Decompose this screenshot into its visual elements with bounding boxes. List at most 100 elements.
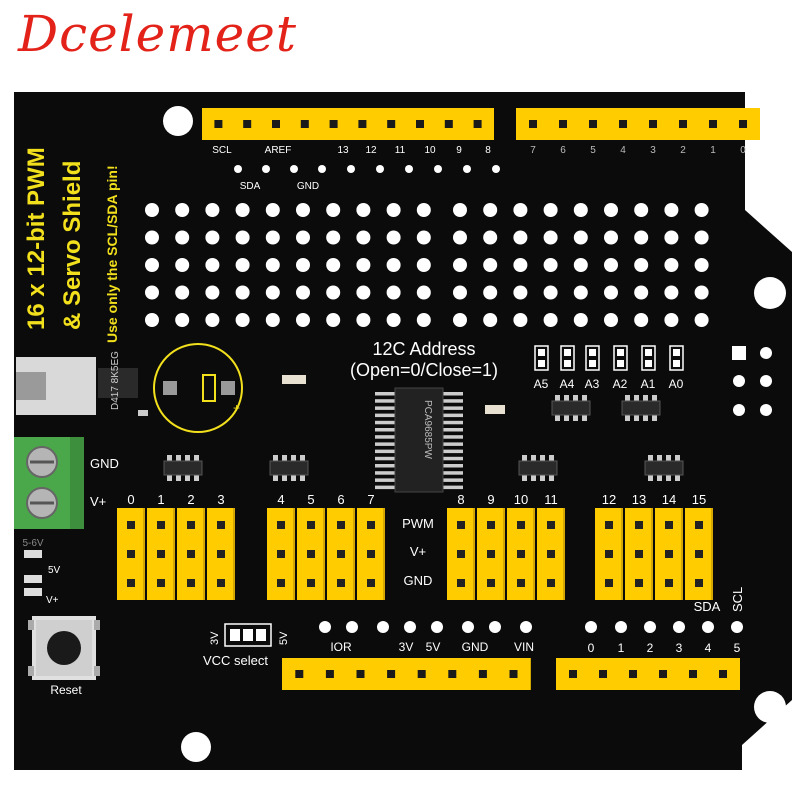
servo-header-column[interactable] xyxy=(655,508,683,600)
servo-header-column[interactable] xyxy=(685,508,713,600)
power-hole[interactable] xyxy=(346,621,358,633)
top-header-left-pin[interactable] xyxy=(272,120,280,128)
top-header-left-pin[interactable] xyxy=(416,120,424,128)
proto-hole[interactable] xyxy=(573,230,588,245)
proto-hole[interactable] xyxy=(416,285,431,300)
proto-hole[interactable] xyxy=(175,258,190,272)
top-header-right-pin[interactable] xyxy=(559,120,567,128)
servo-pin[interactable] xyxy=(635,521,643,529)
servo-header-column[interactable] xyxy=(537,508,565,600)
proto-hole[interactable] xyxy=(296,285,310,300)
servo-header-column[interactable] xyxy=(207,508,235,600)
proto-hole[interactable] xyxy=(483,313,498,327)
analog-header-pin[interactable] xyxy=(569,670,577,678)
servo-header-column[interactable] xyxy=(357,508,385,600)
servo-pin[interactable] xyxy=(337,550,345,558)
address-jumper[interactable] xyxy=(613,345,628,371)
proto-hole[interactable] xyxy=(145,258,159,272)
proto-hole[interactable] xyxy=(326,258,341,272)
address-jumper[interactable] xyxy=(641,345,656,371)
top-header-right-pin[interactable] xyxy=(709,120,717,128)
proto-hole[interactable] xyxy=(664,313,679,327)
proto-hole[interactable] xyxy=(296,258,310,272)
servo-pin[interactable] xyxy=(665,521,673,529)
servo-pin[interactable] xyxy=(127,579,135,587)
proto-hole[interactable] xyxy=(664,230,679,245)
proto-hole[interactable] xyxy=(543,258,558,272)
proto-hole[interactable] xyxy=(634,203,649,217)
servo-pin[interactable] xyxy=(517,579,525,587)
top-header-right-pin[interactable] xyxy=(619,120,627,128)
proto-hole[interactable] xyxy=(573,313,588,327)
power-hole[interactable] xyxy=(431,621,443,633)
proto-hole[interactable] xyxy=(483,203,498,217)
top-header-right-pin[interactable] xyxy=(739,120,747,128)
servo-pin[interactable] xyxy=(547,521,555,529)
proto-hole[interactable] xyxy=(386,313,401,327)
proto-hole[interactable] xyxy=(513,313,528,327)
reset-button[interactable] xyxy=(28,616,100,680)
top-header-left-pin[interactable] xyxy=(243,120,252,128)
servo-pin[interactable] xyxy=(277,521,285,529)
power-hole[interactable] xyxy=(462,621,474,633)
proto-hole[interactable] xyxy=(235,313,250,327)
servo-pin[interactable] xyxy=(157,521,165,529)
proto-hole[interactable] xyxy=(175,313,190,327)
proto-hole[interactable] xyxy=(453,203,467,217)
analog-hole[interactable] xyxy=(673,621,685,633)
servo-pin[interactable] xyxy=(367,550,375,558)
proto-hole[interactable] xyxy=(205,203,220,217)
proto-hole[interactable] xyxy=(175,230,190,245)
proto-hole[interactable] xyxy=(604,258,618,272)
power-header-pin[interactable] xyxy=(478,670,487,678)
power-header-pin[interactable] xyxy=(295,670,304,678)
proto-hole[interactable] xyxy=(604,313,618,327)
analog-hole[interactable] xyxy=(615,621,627,633)
proto-hole[interactable] xyxy=(326,203,341,217)
power-hole[interactable] xyxy=(377,621,389,633)
proto-hole[interactable] xyxy=(664,203,679,217)
servo-pin[interactable] xyxy=(665,550,673,558)
servo-header-column[interactable] xyxy=(117,508,145,600)
servo-pin[interactable] xyxy=(307,579,315,587)
servo-pin[interactable] xyxy=(487,521,495,529)
proto-hole[interactable] xyxy=(296,313,310,327)
servo-pin[interactable] xyxy=(695,550,703,558)
proto-hole[interactable] xyxy=(386,203,401,217)
servo-pin[interactable] xyxy=(157,579,165,587)
analog-hole[interactable] xyxy=(585,621,597,633)
top-header-right-pin[interactable] xyxy=(529,120,537,128)
proto-hole[interactable] xyxy=(265,313,280,327)
servo-pin[interactable] xyxy=(547,550,555,558)
proto-hole[interactable] xyxy=(694,230,709,245)
power-header-pin[interactable] xyxy=(325,670,334,678)
top-header-left-pin[interactable] xyxy=(214,120,223,128)
analog-hole[interactable] xyxy=(702,621,714,633)
icsp-hole[interactable] xyxy=(760,375,772,387)
servo-pin[interactable] xyxy=(457,521,465,529)
proto-hole[interactable] xyxy=(265,230,280,245)
servo-pin[interactable] xyxy=(605,579,613,587)
servo-pin[interactable] xyxy=(517,521,525,529)
proto-hole[interactable] xyxy=(483,230,498,245)
top-header-right-pin[interactable] xyxy=(589,120,597,128)
proto-hole[interactable] xyxy=(265,258,280,272)
address-jumper[interactable] xyxy=(560,345,575,371)
proto-hole[interactable] xyxy=(453,285,467,300)
icsp-pin1[interactable] xyxy=(732,346,746,360)
analog-header-pin[interactable] xyxy=(689,670,697,678)
servo-pin[interactable] xyxy=(487,579,495,587)
address-jumper[interactable] xyxy=(669,345,684,371)
top-header-left-pin[interactable] xyxy=(387,120,396,128)
proto-hole[interactable] xyxy=(296,230,310,245)
top-header-left-pin[interactable] xyxy=(358,120,367,128)
top-header-left-pin[interactable] xyxy=(300,120,309,128)
servo-pin[interactable] xyxy=(337,579,345,587)
servo-pin[interactable] xyxy=(157,550,165,558)
analog-header-pin[interactable] xyxy=(599,670,607,678)
icsp-hole[interactable] xyxy=(733,375,745,387)
proto-hole[interactable] xyxy=(235,203,250,217)
icsp-hole[interactable] xyxy=(760,404,772,416)
servo-pin[interactable] xyxy=(635,550,643,558)
proto-hole[interactable] xyxy=(356,258,371,272)
